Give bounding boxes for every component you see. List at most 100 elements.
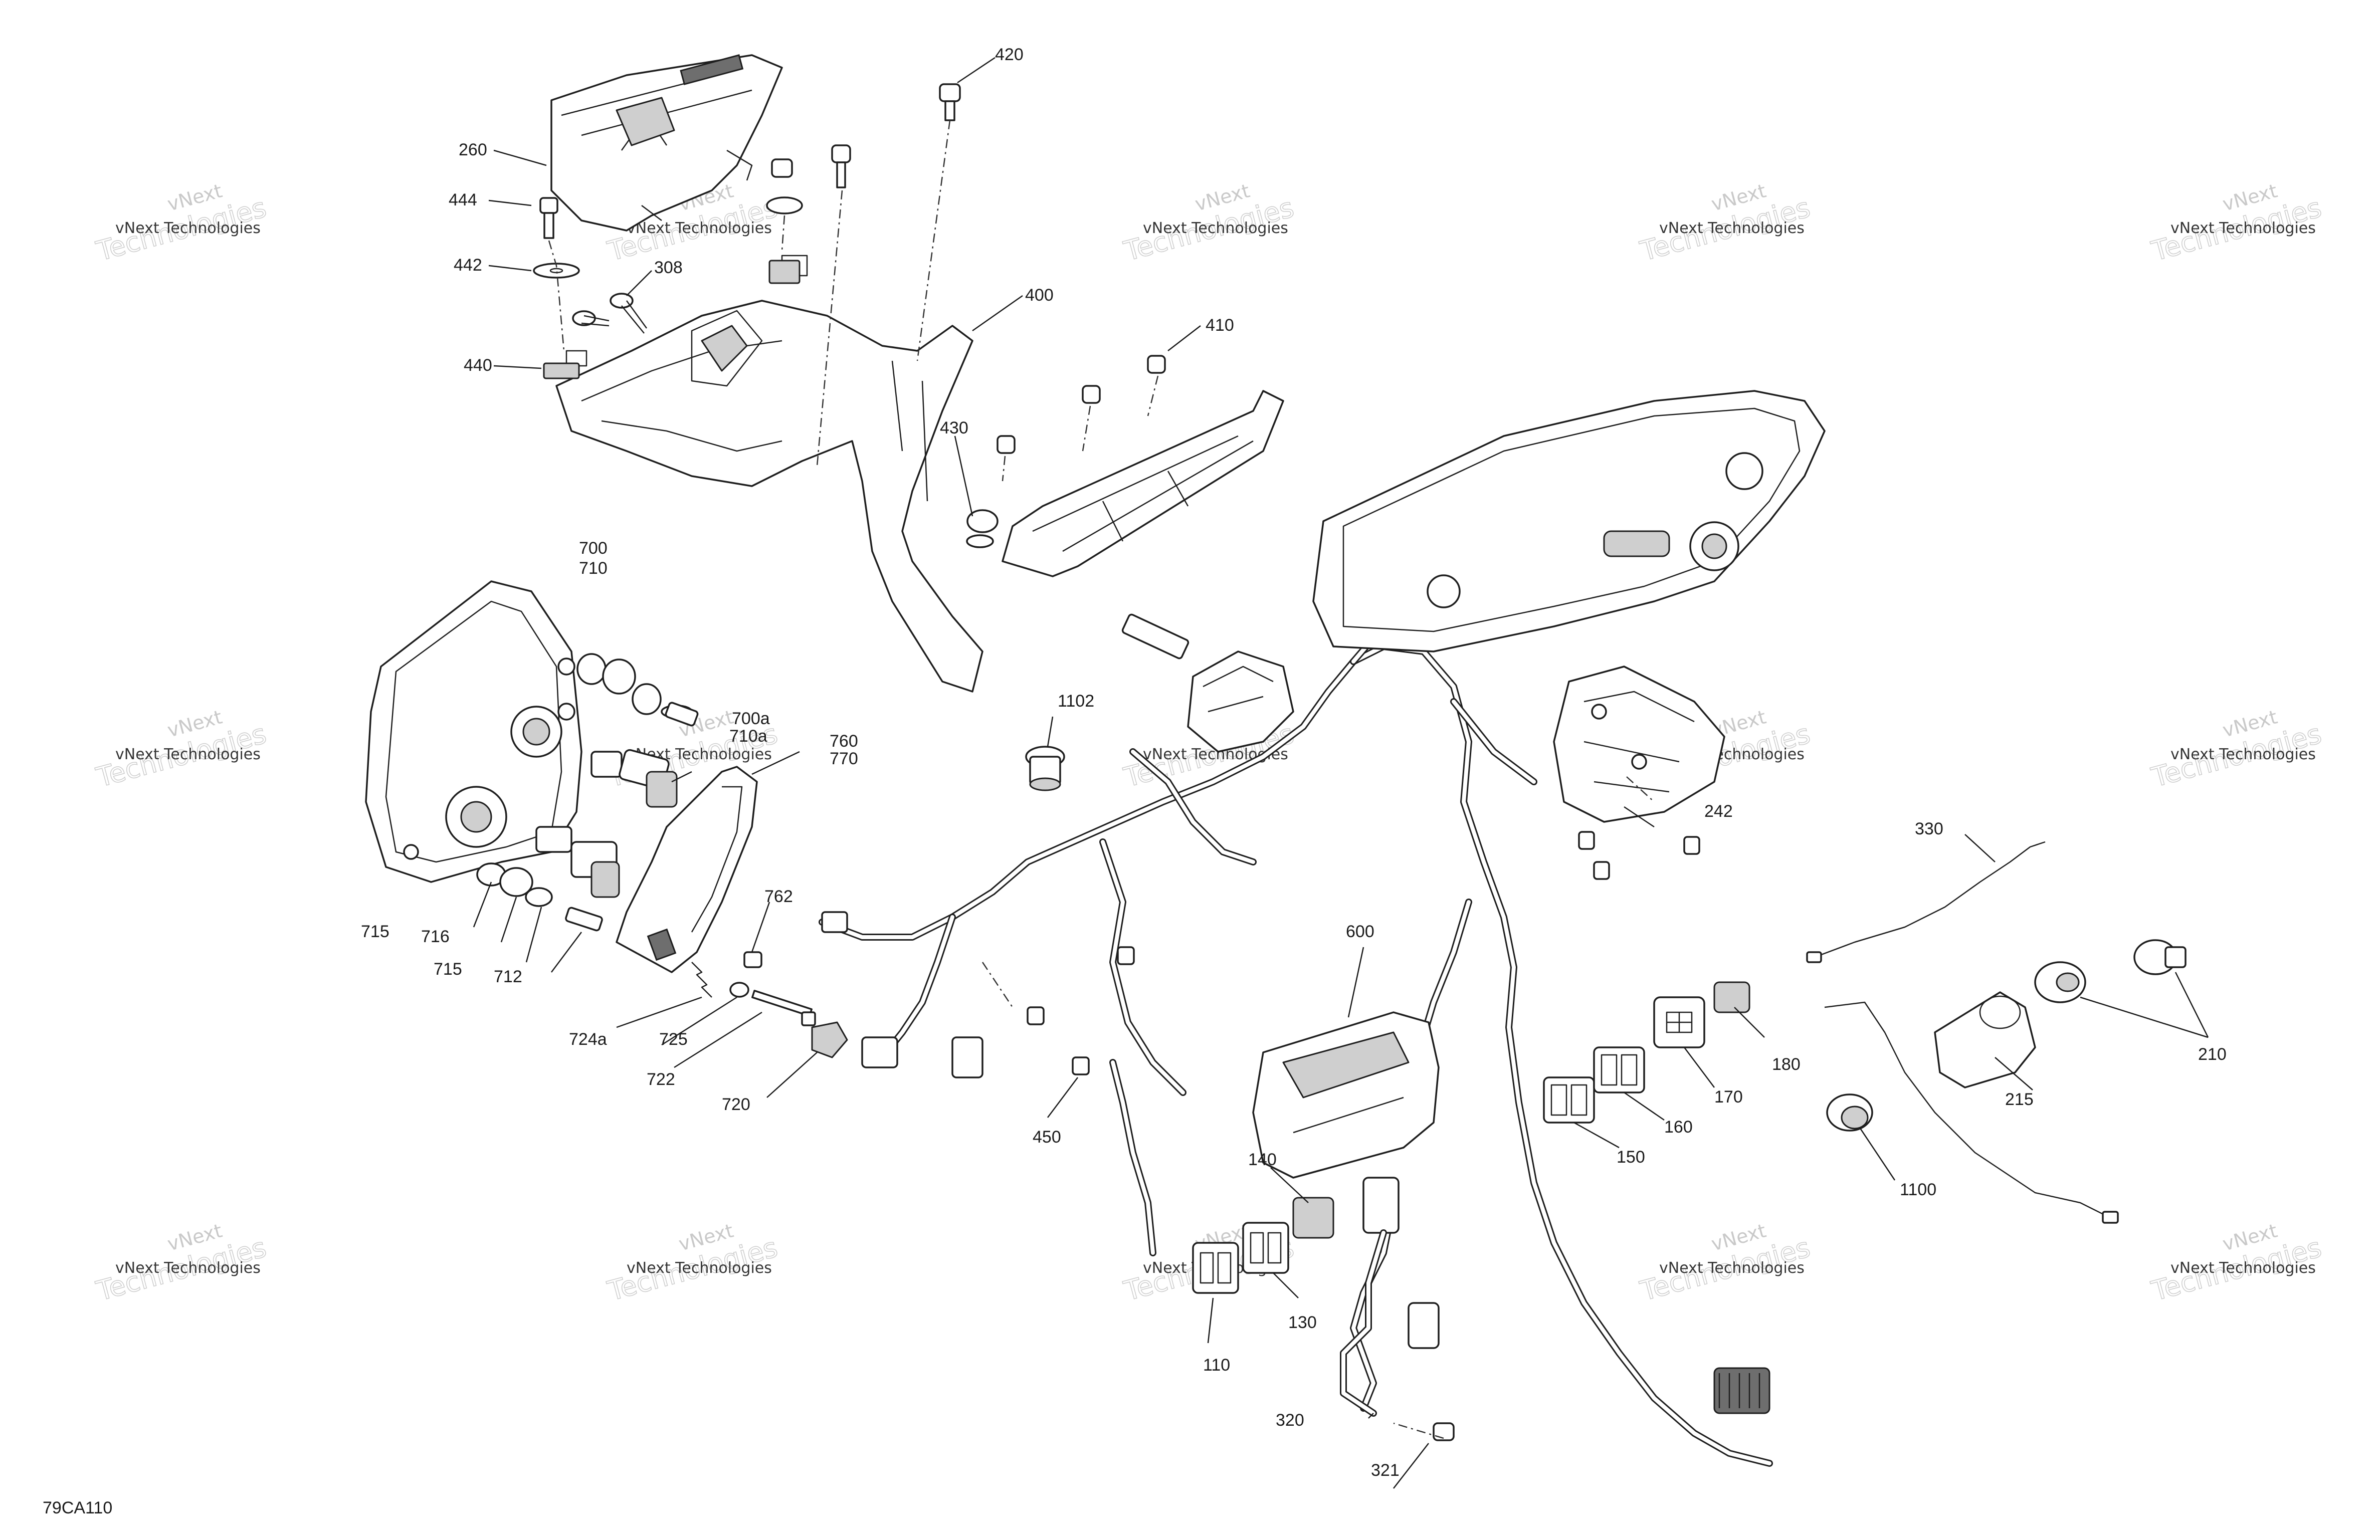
panel-410: [1002, 390, 1284, 577]
label-410: 410: [1206, 316, 1234, 335]
label-700: 700: [579, 539, 608, 558]
label-710: 710: [579, 559, 608, 578]
watermark-full: vNext Technologies: [1659, 219, 1805, 237]
label-715-top: 715: [361, 922, 389, 941]
bracket-760: [616, 766, 758, 973]
switch-130: [1242, 1222, 1289, 1274]
socket-1100: [1826, 1093, 1873, 1132]
label-150: 150: [1617, 1148, 1645, 1167]
label-242: 242: [1704, 802, 1733, 821]
label-210: 210: [2198, 1045, 2227, 1064]
label-1102: 1102: [1058, 692, 1094, 711]
cap-140: [1292, 1197, 1334, 1239]
label-215: 215: [2005, 1090, 2034, 1109]
watermark-full: vNext Technologies: [627, 219, 772, 237]
label-320: 320: [1276, 1411, 1304, 1430]
wire-330: [1806, 841, 2119, 1224]
screw-242-set: [1578, 831, 1700, 880]
switch-210-b: [2133, 939, 2187, 975]
bolt-upper: [665, 702, 699, 727]
label-762: 762: [764, 887, 793, 906]
screw-762: [743, 951, 762, 968]
label-720: 720: [722, 1095, 750, 1114]
bushing-set-lower: [476, 862, 603, 932]
switch-150: [1543, 1076, 1595, 1124]
module-242: [1553, 666, 1725, 823]
bushing-set-upper: [576, 653, 693, 719]
label-725: 725: [659, 1030, 688, 1049]
watermark-full: vNext Technologies: [2170, 219, 2316, 237]
watermark-full: vNext Technologies: [627, 1259, 772, 1277]
figure-code: 79CA110: [43, 1498, 112, 1517]
switch-110: [1192, 1242, 1239, 1294]
watermark-full: vNext Technologies: [1143, 219, 1288, 237]
headlight-housing-700: [365, 580, 582, 883]
label-440: 440: [464, 356, 492, 375]
connector-320: [1340, 1177, 1440, 1417]
label-770: 770: [830, 749, 858, 768]
screw-top-c: [831, 144, 851, 188]
connector-small-left: [821, 911, 983, 1078]
label-716: 716: [421, 927, 450, 946]
watermark-full: vNext Technologies: [2170, 1259, 2316, 1277]
watermark-full: vNext Technologies: [115, 1259, 261, 1277]
label-260: 260: [459, 140, 487, 159]
cap-215: [1934, 991, 2036, 1088]
bulb-socket-lower: [535, 826, 620, 898]
screw-308-a: [572, 310, 610, 327]
label-160: 160: [1664, 1118, 1693, 1137]
screw-308-b: [610, 293, 648, 334]
label-1100: 1100: [1900, 1180, 1936, 1199]
grommet-top: [766, 158, 803, 214]
label-442: 442: [454, 256, 482, 275]
power-socket-1102: [1025, 746, 1065, 791]
label-130: 130: [1288, 1313, 1317, 1332]
relay-block: [1187, 650, 1294, 753]
knob-720: [811, 1021, 848, 1058]
watermark-full: vNext Technologies: [2170, 746, 2316, 763]
label-710a: 710a: [729, 727, 767, 746]
bulb-socket-700a: [590, 749, 678, 808]
label-330: 330: [1915, 819, 1943, 838]
spring-724a: [691, 962, 712, 998]
screw-450: [1027, 946, 1135, 1075]
label-110: 110: [1203, 1356, 1230, 1375]
label-400: 400: [1025, 286, 1054, 305]
clip-440: [543, 362, 580, 379]
label-308: 308: [654, 258, 683, 277]
washer-725: [729, 982, 749, 998]
display-module-600: [1252, 1011, 1440, 1179]
label-712: 712: [494, 967, 522, 986]
headlight-frame-right: [1312, 390, 1826, 652]
label-420: 420: [995, 45, 1024, 64]
screw-444: [539, 197, 558, 239]
label-444: 444: [449, 190, 477, 209]
connector-strip-a: [1121, 613, 1189, 659]
watermark-full: vNext Technologies: [1659, 1259, 1805, 1277]
clip-top-a: [768, 260, 801, 284]
cap-180: [1713, 981, 1750, 1013]
label-700a: 700a: [732, 709, 770, 728]
watermark-full: vNext Technologies: [115, 219, 261, 237]
assembly-dash-lines: [548, 120, 1655, 1439]
harness-end-connector: [1713, 1367, 1770, 1414]
bolt-722: [751, 990, 816, 1026]
screw-321: [1433, 1422, 1455, 1441]
screw-410-set: [997, 355, 1166, 454]
part-labels: 260 444 442 308 440 420 400 410 430 700 …: [361, 45, 2227, 1480]
label-321: 321: [1371, 1461, 1400, 1480]
label-724a: 724a: [569, 1030, 607, 1049]
label-715-bottom: 715: [434, 960, 462, 979]
mounting-bracket: [555, 255, 983, 693]
